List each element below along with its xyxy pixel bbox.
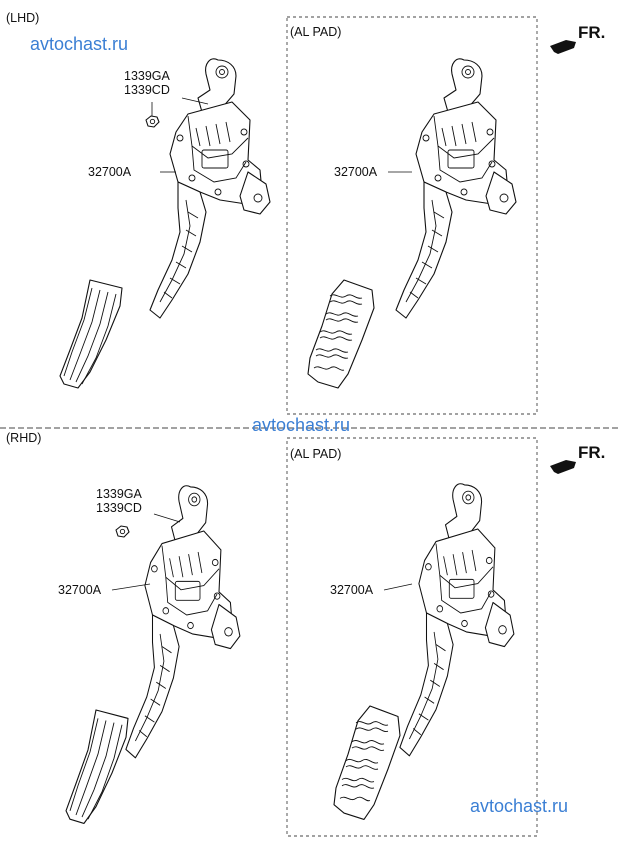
lhd-part-1339ga: 1339GA <box>124 69 171 83</box>
rhd-part-32700a: 32700A <box>58 583 102 597</box>
rhd-al-pad-label: (AL PAD) <box>290 447 341 461</box>
rhd-part-1339ga: 1339GA <box>96 487 143 501</box>
lhd-nut-icon <box>145 115 160 128</box>
lhd-al-part-32700a: 32700A <box>334 165 378 179</box>
lhd-part-32700a: 32700A <box>88 165 132 179</box>
lhd-label: (LHD) <box>6 11 39 25</box>
rhd-pedal-assembly <box>65 485 241 824</box>
watermark-bottom: avtochast.ru <box>470 796 568 816</box>
rhd-al-pad-assembly <box>333 483 515 820</box>
lhd-al-pad-label: (AL PAD) <box>290 25 341 39</box>
lhd-part-1339cd: 1339CD <box>124 83 170 97</box>
rhd-part-1339cd: 1339CD <box>96 501 142 515</box>
watermark-middle: avtochast.ru <box>252 415 350 435</box>
lhd-fr-arrow-icon <box>550 40 576 54</box>
lhd-al-pad-assembly <box>307 58 517 389</box>
rhd-fr-arrow-icon <box>550 460 576 474</box>
lhd-fr-label: FR. <box>578 23 605 42</box>
watermark-top: avtochast.ru <box>30 34 128 54</box>
rhd-nut-icon <box>115 525 130 538</box>
rhd-fr-label: FR. <box>578 443 605 462</box>
rhd-label: (RHD) <box>6 431 41 445</box>
rhd-al-part-32700a: 32700A <box>330 583 374 597</box>
lhd-pedal-assembly <box>59 58 271 389</box>
